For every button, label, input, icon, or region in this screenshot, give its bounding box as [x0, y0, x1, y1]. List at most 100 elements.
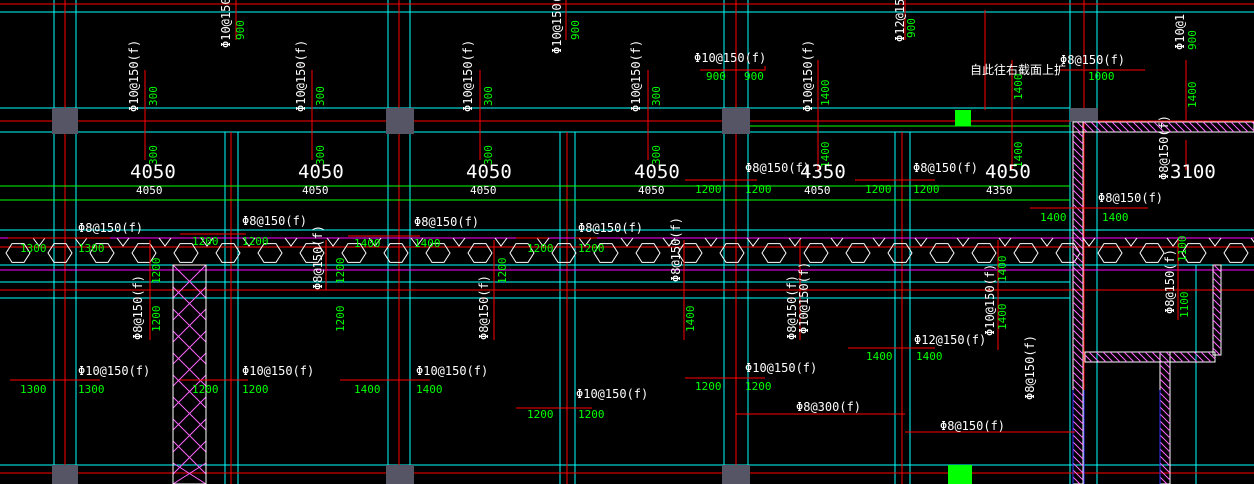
triangle-mark: [1082, 237, 1096, 247]
hatch-line: [1072, 441, 1084, 453]
hexagon: [425, 243, 451, 263]
hatch-line: [1072, 350, 1084, 362]
rebar-label: Φ10@150(f): [242, 364, 314, 378]
hatch-line: [1072, 210, 1084, 222]
dim-label: 1200: [745, 380, 772, 393]
hatch-line: [1118, 121, 1130, 133]
hatch-line: [1174, 121, 1186, 133]
hatch-line: [1072, 371, 1084, 383]
hexagon: [635, 243, 661, 263]
note-label: 自此往右截面上扩: [970, 62, 1066, 77]
rebar-label: Φ10@150(f): [745, 361, 817, 375]
hatch-line: [1072, 420, 1084, 432]
hatch-line: [1072, 252, 1084, 264]
dim-label: 1400: [819, 142, 832, 169]
hatch-line: [1139, 121, 1151, 133]
triangle-mark: [326, 237, 340, 247]
hatch-line: [1072, 245, 1084, 257]
hatch-line: [1072, 413, 1084, 425]
hexagon: [47, 243, 73, 263]
rebar-label: Φ10@150(f): [127, 40, 141, 112]
dim-label: 1200: [865, 183, 892, 196]
rebar-label: Φ10@150(f): [78, 364, 150, 378]
hatch-line: [1186, 351, 1198, 363]
hatch-line: [1212, 298, 1222, 308]
dim-label: 1200: [334, 306, 347, 333]
dim-label: 1400: [354, 237, 381, 250]
hatch-line: [1072, 280, 1084, 292]
rebar-label: Φ10@150(f): [797, 262, 811, 334]
rebar-label: Φ10@150(f): [694, 51, 766, 65]
span-small-label: 4050: [804, 184, 831, 197]
triangle-mark: [494, 237, 508, 247]
hatch-line: [1159, 378, 1171, 390]
hatch-line: [1159, 385, 1171, 397]
hatch-line: [1111, 121, 1123, 133]
dim-label: 1200: [578, 242, 605, 255]
hexagon: [593, 243, 619, 263]
hatch-line: [1159, 441, 1171, 453]
rebar-label: Φ10@150(f): [983, 264, 997, 336]
hatch-line: [1072, 392, 1084, 404]
rebar-label: Φ8@150(f): [1098, 191, 1163, 205]
hatch-line: [1212, 284, 1222, 294]
column: [1070, 108, 1098, 122]
column: [386, 465, 414, 484]
rebar-label: Φ8@150(f): [1023, 335, 1037, 400]
hexagon: [5, 243, 31, 263]
hatch-line: [1072, 301, 1084, 313]
marker: [948, 465, 972, 484]
dim-label: 1400: [916, 350, 943, 363]
dim-label: 1200: [334, 258, 347, 285]
dim-label: 1400: [996, 256, 1009, 283]
hatch-line: [1195, 121, 1207, 133]
dim-label: 1400: [1102, 211, 1129, 224]
hatch-line: [1072, 399, 1084, 411]
hatch-line: [1072, 154, 1084, 166]
dim-label: 300: [482, 86, 495, 106]
hexagon: [1139, 243, 1165, 263]
hatch-line: [1072, 238, 1084, 250]
rebar-label: Φ8@150(f): [131, 275, 145, 340]
dim-label: 1300: [78, 242, 105, 255]
marker: [955, 110, 971, 126]
span-big-label: 4050: [130, 161, 176, 183]
hatch-line: [1159, 469, 1171, 481]
hatch-line: [1212, 340, 1222, 350]
triangle-mark: [1250, 237, 1254, 243]
hatch-line: [1144, 351, 1156, 363]
hatch-line: [1213, 264, 1222, 273]
triangle-mark: [116, 237, 130, 247]
hatch-line: [1084, 354, 1093, 363]
hatch-line: [1159, 434, 1171, 446]
hatch-line: [1072, 161, 1084, 173]
dim-label: 1200: [527, 408, 554, 421]
dim-label: 1400: [354, 383, 381, 396]
hatch-line: [1072, 406, 1084, 418]
hatch-line: [1237, 121, 1249, 133]
dim-label: 1200: [150, 258, 163, 285]
triangle-mark: [830, 237, 844, 247]
triangle-mark: [158, 237, 172, 247]
hatch-line: [1102, 351, 1114, 363]
hexagon: [719, 243, 745, 263]
triangle-mark: [368, 237, 382, 247]
dim-label: 1300: [78, 383, 105, 396]
hatch-line: [1123, 351, 1135, 363]
column: [52, 108, 78, 134]
dim-label: 300: [147, 86, 160, 106]
triangle-mark: [872, 237, 886, 247]
hatch-line: [1167, 121, 1179, 133]
hexagon: [1055, 243, 1081, 263]
hexagon: [1013, 243, 1039, 263]
hatch-line: [1159, 455, 1171, 467]
triangle-mark: [452, 237, 466, 247]
hatch-line: [1072, 189, 1084, 201]
hatch-line: [1072, 434, 1084, 446]
hatch-line: [1159, 364, 1171, 376]
rebar-label: Φ12@150(f): [914, 333, 986, 347]
hexagon: [299, 243, 325, 263]
hatch-line: [1212, 347, 1221, 356]
